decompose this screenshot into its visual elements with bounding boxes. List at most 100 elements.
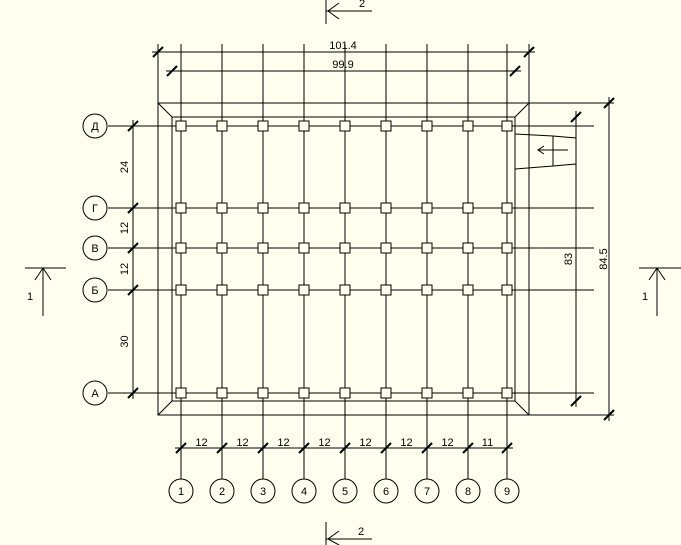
overall-height-label: 84.5 bbox=[598, 248, 610, 269]
column-axis-bubble bbox=[168, 478, 194, 504]
section-bottom-arrow-icon bbox=[327, 530, 340, 545]
column-axis-bubble bbox=[373, 478, 399, 504]
column-axis-label: 3 bbox=[260, 486, 266, 498]
column-axis-label: 1 bbox=[178, 486, 184, 498]
inner-wall bbox=[171, 116, 516, 402]
row-span-label: 12 bbox=[119, 263, 131, 275]
dim-tick bbox=[127, 284, 139, 296]
dim-tick bbox=[166, 65, 178, 77]
column-square bbox=[257, 284, 269, 296]
corner-br bbox=[514, 400, 530, 416]
column-square bbox=[421, 120, 433, 132]
structural-columns bbox=[175, 120, 513, 399]
column-axis-bubble bbox=[250, 478, 276, 504]
column-square bbox=[339, 284, 351, 296]
section-marker-top bbox=[325, 0, 372, 24]
section-top-label: 2 bbox=[359, 0, 365, 10]
column-square bbox=[380, 202, 392, 214]
column-square bbox=[298, 120, 310, 132]
dim-tick bbox=[570, 111, 582, 123]
column-square bbox=[298, 202, 310, 214]
dim-tick bbox=[127, 242, 139, 254]
dim-tick bbox=[380, 442, 392, 454]
dim-tick bbox=[127, 120, 139, 132]
column-axis-label: 6 bbox=[383, 486, 389, 498]
inner-height-label: 83 bbox=[563, 253, 575, 265]
column-axis-label: 4 bbox=[301, 486, 307, 498]
column-square bbox=[175, 284, 187, 296]
dim-tick bbox=[339, 442, 351, 454]
dim-tick bbox=[509, 65, 521, 77]
dim-tick bbox=[257, 442, 269, 454]
outer-wall bbox=[157, 102, 530, 416]
inner-width-label: 99.9 bbox=[332, 59, 353, 71]
column-square bbox=[501, 120, 513, 132]
building-outline bbox=[157, 102, 530, 416]
dim-tick bbox=[175, 442, 187, 454]
row-span-label: 12 bbox=[119, 222, 131, 234]
column-square bbox=[421, 242, 433, 254]
column-square bbox=[462, 120, 474, 132]
column-square bbox=[380, 284, 392, 296]
column-square bbox=[216, 284, 228, 296]
column-span-label: 12 bbox=[318, 437, 330, 449]
column-square bbox=[380, 120, 392, 132]
overall-width-label: 101.4 bbox=[329, 40, 357, 52]
column-square bbox=[298, 284, 310, 296]
column-square bbox=[462, 284, 474, 296]
row-axis-label: Б bbox=[91, 285, 98, 297]
dim-tick bbox=[127, 202, 139, 214]
column-square bbox=[380, 242, 392, 254]
section-right-label: 1 bbox=[642, 291, 648, 303]
column-axis-bubble bbox=[494, 478, 520, 504]
row-axis-bubble bbox=[82, 277, 108, 303]
section-marker-bottom bbox=[325, 522, 372, 545]
entrance-arrow-icon bbox=[537, 145, 545, 155]
column-square bbox=[501, 202, 513, 214]
column-axis-label: 5 bbox=[342, 486, 348, 498]
column-square bbox=[257, 387, 269, 399]
column-square bbox=[462, 202, 474, 214]
column-square bbox=[339, 202, 351, 214]
column-square bbox=[257, 120, 269, 132]
column-square bbox=[501, 242, 513, 254]
corner-tl bbox=[157, 102, 173, 118]
column-square bbox=[216, 387, 228, 399]
row-axis-label: В bbox=[91, 243, 98, 255]
column-span-label: 12 bbox=[359, 437, 371, 449]
column-square bbox=[501, 387, 513, 399]
column-square bbox=[421, 284, 433, 296]
section-left-arrow-icon bbox=[34, 267, 52, 281]
column-square bbox=[257, 242, 269, 254]
column-span-label: 12 bbox=[277, 437, 289, 449]
column-square bbox=[175, 202, 187, 214]
grid-lines bbox=[108, 44, 594, 480]
column-square bbox=[175, 242, 187, 254]
row-axis-label: Г bbox=[92, 203, 98, 215]
column-square bbox=[339, 242, 351, 254]
section-bottom-label: 2 bbox=[358, 526, 364, 538]
row-axis-bubble bbox=[82, 380, 108, 406]
dim-tick bbox=[570, 395, 582, 407]
dim-tick bbox=[298, 442, 310, 454]
section-right-arrow-icon bbox=[648, 267, 666, 281]
section-top-arrow-icon bbox=[327, 2, 340, 20]
section-marker-left bbox=[25, 267, 66, 316]
corner-bl bbox=[157, 400, 173, 416]
column-square bbox=[216, 202, 228, 214]
row-span-label: 24 bbox=[119, 161, 131, 173]
row-axis-bubble bbox=[82, 235, 108, 261]
row-axis-bubble bbox=[82, 113, 108, 139]
section-marker-right bbox=[639, 267, 681, 316]
column-axis-bubble bbox=[414, 478, 440, 504]
column-square bbox=[421, 202, 433, 214]
column-span-label: 11 bbox=[482, 437, 493, 449]
column-square bbox=[380, 387, 392, 399]
column-axis-bubble bbox=[455, 478, 481, 504]
column-span-label: 12 bbox=[236, 437, 248, 449]
row-span-label: 30 bbox=[119, 335, 131, 347]
dim-tick bbox=[462, 442, 474, 454]
